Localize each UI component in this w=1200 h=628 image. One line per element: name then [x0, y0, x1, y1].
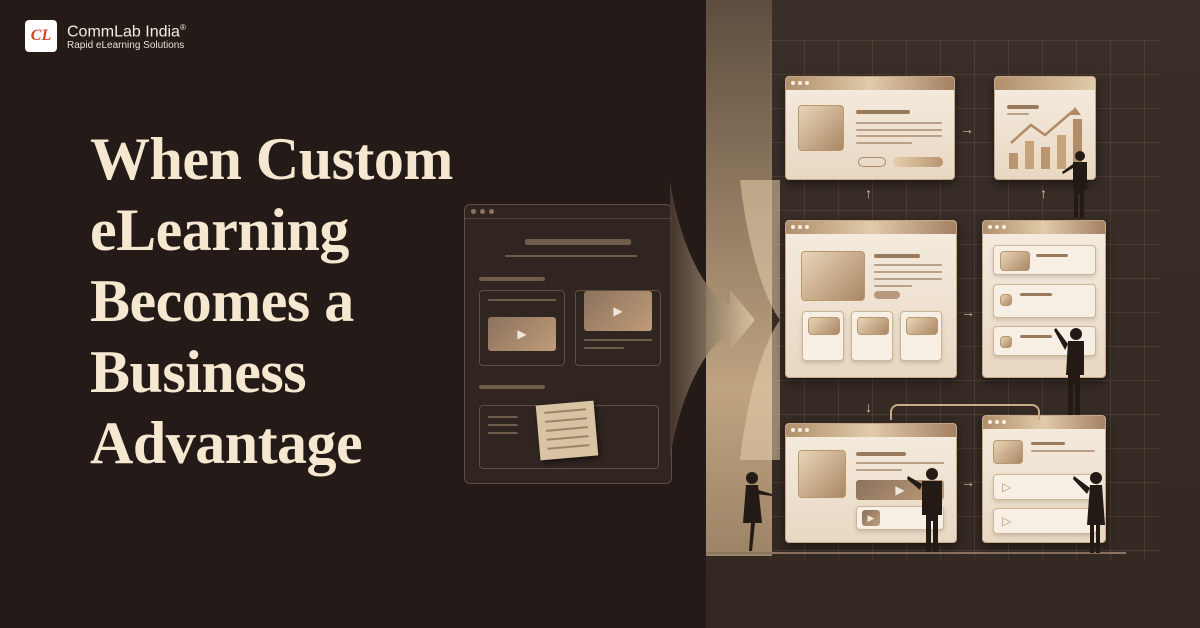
floor-line — [706, 552, 1126, 554]
image-placeholder-icon — [798, 105, 844, 151]
brand-name: CommLab India — [67, 23, 180, 41]
button-outline — [858, 157, 886, 167]
course-card-lessons — [982, 220, 1106, 378]
play-icon: ▶ — [488, 317, 556, 351]
registered-mark: ® — [179, 23, 186, 32]
course-card-landing — [785, 76, 955, 180]
video-item: ▷ — [993, 508, 1097, 534]
image-placeholder-icon — [801, 251, 865, 301]
person-silhouette-icon — [1073, 472, 1105, 553]
connector-line — [890, 404, 1040, 420]
headline: When Custom eLearning Becomes a Business… — [90, 124, 560, 479]
headline-line-1: When Custom — [90, 126, 453, 192]
play-icon: ▷ — [1002, 514, 1012, 528]
headline-line-4: Business — [90, 339, 307, 405]
window-controls — [983, 221, 1105, 234]
button-filled — [893, 157, 943, 167]
growth-chart-icon — [1009, 107, 1082, 169]
module-tile — [900, 311, 942, 361]
window-controls — [786, 221, 956, 234]
video-card: ▶ — [479, 290, 565, 366]
person-silhouette-icon — [743, 472, 772, 551]
window-controls — [465, 205, 671, 219]
headline-line-5: Advantage — [90, 410, 363, 476]
logo-mark-icon: CL — [25, 19, 57, 52]
module-tile — [802, 311, 844, 361]
lesson-item — [993, 284, 1096, 318]
video-card: ▶ — [575, 290, 661, 366]
transformation-arrow-icon — [670, 180, 780, 460]
window-controls — [983, 416, 1105, 429]
module-tile — [851, 311, 893, 361]
headline-line-3: Becomes a — [90, 268, 354, 334]
image-placeholder-icon — [798, 450, 846, 498]
person-silhouette-icon — [1054, 328, 1084, 415]
course-card-modules — [785, 220, 957, 378]
person-silhouette-icon — [1062, 151, 1087, 218]
arrow-up-icon: ↑ — [865, 185, 872, 201]
arrow-right-icon: → — [960, 121, 974, 137]
person-silhouette-icon — [907, 468, 942, 552]
arrow-right-icon: → — [961, 474, 975, 490]
brand-tagline: Rapid eLearning Solutions — [67, 40, 185, 52]
lesson-item — [993, 245, 1096, 275]
window-controls — [786, 77, 954, 90]
brand-logo: CL CommLab India® Rapid eLearning Soluti… — [25, 19, 186, 52]
play-icon: ▶ — [584, 291, 652, 331]
arrow-right-icon: → — [961, 304, 975, 320]
arrow-up-icon: ↑ — [1040, 185, 1047, 201]
headline-line-2: eLearning — [90, 197, 349, 263]
arrow-down-icon: ↓ — [865, 399, 872, 415]
play-icon: ▷ — [1002, 480, 1012, 494]
window-controls — [786, 424, 956, 437]
sticky-note-icon — [535, 400, 599, 461]
